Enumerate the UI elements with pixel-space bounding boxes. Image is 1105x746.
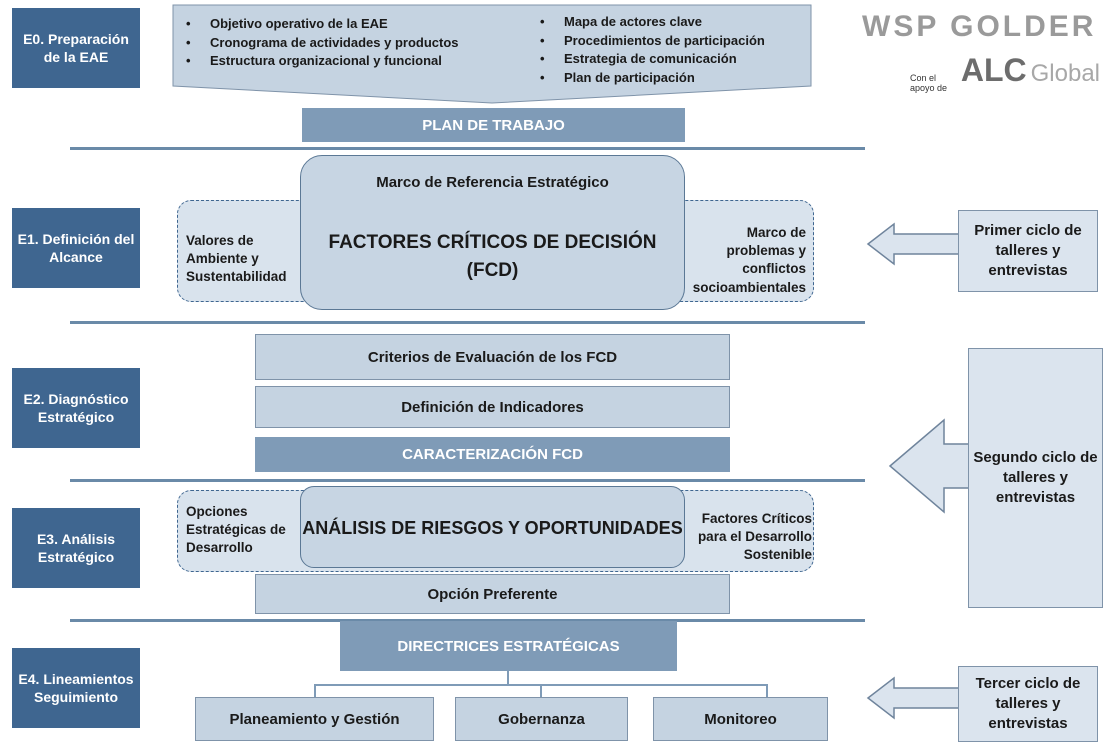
logo-support-text: Con el apoyo de xyxy=(910,73,948,93)
second-cycle-box: Segundo ciclo de talleres y entrevistas xyxy=(968,348,1103,608)
marco-problemas-text: Marco de problemas y conflictos socioamb… xyxy=(692,225,806,295)
prep-left-list: Objetivo operativo de la EAE Cronograma … xyxy=(184,15,514,71)
separator-line xyxy=(70,619,865,622)
valores-ambiente-text: Valores de Ambiente y Sustentabilidad xyxy=(186,233,287,285)
first-cycle-box: Primer ciclo de talleres y entrevistas xyxy=(958,210,1098,292)
connector-line xyxy=(314,684,316,697)
criterios-box: Criterios de Evaluación de los FCD xyxy=(255,334,730,380)
logo-brand: WSP GOLDER xyxy=(862,10,1097,43)
directrices-bar: DIRECTRICES ESTRATÉGICAS xyxy=(340,621,677,671)
connector-line xyxy=(507,671,509,685)
logo-partner-a: ALC xyxy=(960,52,1027,88)
opcion-preferente-box: Opción Preferente xyxy=(255,574,730,614)
fcd-title: FACTORES CRÍTICOS DE DECISIÓN xyxy=(328,232,657,253)
third-cycle-box: Tercer ciclo de talleres y entrevistas xyxy=(958,666,1098,742)
logo-partner-b: Global xyxy=(1030,60,1100,87)
factores-criticos-text: Factores Críticos para el Desarrollo Sos… xyxy=(697,511,812,563)
plan-de-trabajo-bar: PLAN DE TRABAJO xyxy=(302,108,685,142)
prep-item: Objetivo operativo de la EAE xyxy=(184,15,514,34)
indicadores-box: Definición de Indicadores xyxy=(255,386,730,428)
prep-item: Estructura organizacional y funcional xyxy=(184,52,514,71)
separator-line xyxy=(70,147,865,150)
marco-referencia-label: Marco de Referencia Estratégico xyxy=(376,174,609,191)
fcd-abbrev: (FCD) xyxy=(466,260,519,281)
opciones-estrategicas-text: Opciones Estratégicas de Desarrollo xyxy=(186,504,286,556)
third-cycle-arrow-icon xyxy=(866,676,960,720)
caracterizacion-bar: CARACTERIZACIÓN FCD xyxy=(255,437,730,472)
prep-item: Procedimientos de participación xyxy=(538,32,808,51)
analisis-title: ANÁLISIS DE RIESGOS Y OPORTUNIDADES xyxy=(302,518,683,538)
stage-e2: E2. Diagnóstico Estratégico xyxy=(12,368,140,448)
separator-line xyxy=(70,479,865,482)
prep-item: Cronograma de actividades y productos xyxy=(184,34,514,53)
first-cycle-arrow-icon xyxy=(866,222,960,266)
connector-line xyxy=(766,684,768,697)
gobernanza-box: Gobernanza xyxy=(455,697,628,741)
analisis-rounded-box xyxy=(300,486,685,568)
prep-item: Plan de participación xyxy=(538,69,808,88)
logo: WSP GOLDER Con el apoyo de ALC Global xyxy=(862,10,1100,93)
stage-e0: E0. Preparación de la EAE xyxy=(12,8,140,88)
fcd-rounded-box xyxy=(300,155,685,310)
stage-e3: E3. Análisis Estratégico xyxy=(12,508,140,588)
separator-line xyxy=(70,321,865,324)
connector-line xyxy=(540,684,542,697)
prep-item: Estrategia de comunicación xyxy=(538,50,808,69)
stage-e1: E1. Definición del Alcance xyxy=(12,208,140,288)
prep-item: Mapa de actores clave xyxy=(538,13,808,32)
monitoreo-box: Monitoreo xyxy=(653,697,828,741)
planeamiento-box: Planeamiento y Gestión xyxy=(195,697,434,741)
stage-e4: E4. Lineamientos Seguimiento xyxy=(12,648,140,728)
prep-right-list: Mapa de actores clave Procedimientos de … xyxy=(538,13,808,87)
second-cycle-arrow-icon xyxy=(888,418,970,514)
